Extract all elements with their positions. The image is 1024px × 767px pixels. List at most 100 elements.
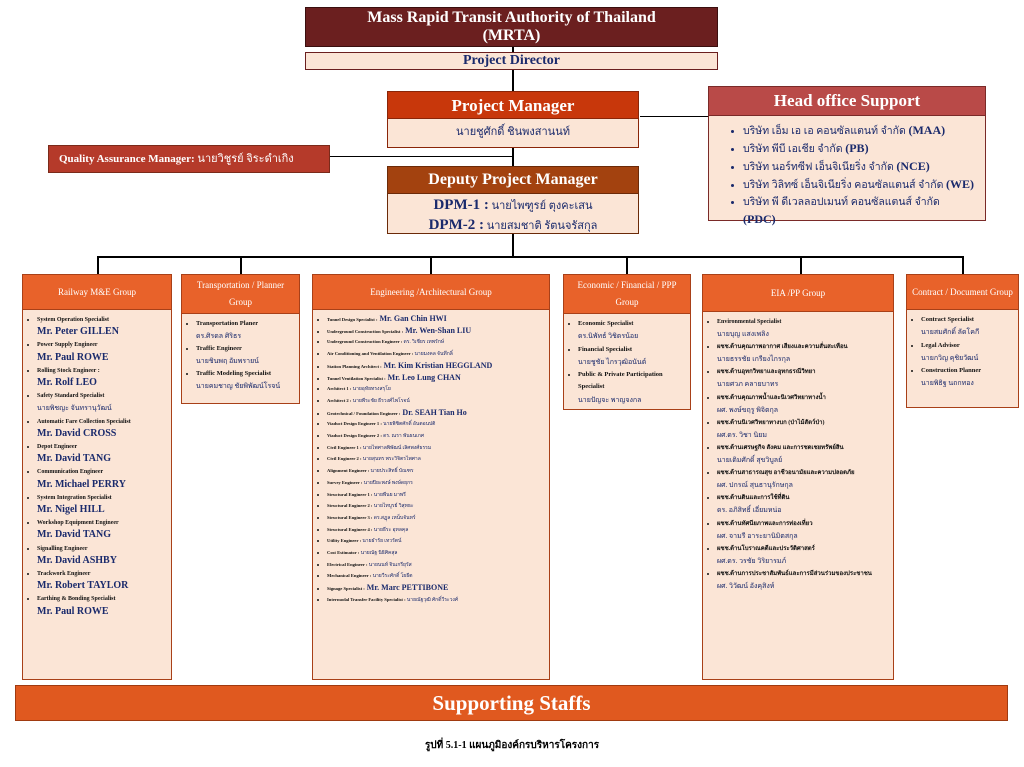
engineering-group-item: Structural Engineer 3 : ดร.สฏุล เหน็บจัน… <box>327 513 545 525</box>
person-name: ดร. ณรา พันธนเกศ <box>381 434 425 440</box>
person-name: นายเติมศักดิ์ สุขวิบูลย์ <box>717 456 783 465</box>
person-name: นายศวภ คลายบาทร <box>717 380 779 389</box>
head-office-item-name: บริษัท วิลิทซ์ เอ็นจิเนียริ่ง คอนซัลแตนส… <box>743 180 947 191</box>
project-manager-title: Project Manager <box>387 91 639 119</box>
engineering-group-item: Underground Construction Engineer : ดร. … <box>327 337 545 349</box>
role-label: Workshop Equipment Engineer <box>37 520 119 527</box>
role-label: Earthing & Bonding Specialist <box>37 596 116 603</box>
role-label: Depot Engineer <box>37 444 78 451</box>
contract-group-item: Construction Planner นายพิธิฐ นถกทอง <box>921 365 1014 390</box>
engineering-group-item: Mechanical Engineer : นายวีระศักดิ์ โยธี… <box>327 571 545 583</box>
person-name: Mr. Peter GILLEN <box>37 326 119 338</box>
contract-group-title: Contract / Document Group <box>906 274 1019 310</box>
role-label: Intermodal Transfer Facility Specialist … <box>327 596 406 602</box>
person-name: Mr. Rolf LEO <box>37 377 97 389</box>
person-name: ดร. วิเชียร เทพรักษ์ <box>402 340 445 346</box>
engineering-group-item: Viaduct Design Engineer 1 : นายพิชิตศักด… <box>327 419 545 431</box>
figure-caption: รูปที่ 5.1-1 แผนภูมิองค์กรบริหารโครงการ <box>424 740 600 751</box>
engineering-group-item: Station Planning Architect : Mr. Kim Kri… <box>327 361 545 373</box>
person-name: นายธีระ อุทลคุล <box>372 527 409 533</box>
role-label: ผชช.ด้านอุทกวิทยาและอุทกธรณีวิทยา <box>717 369 816 376</box>
role-label: Traffic Modeling Specialist <box>196 370 271 377</box>
person-name: นายปัญจะ พาญจงกล <box>578 395 642 404</box>
role-label: ผชช.ด้านสาธารณสุข อาชีวอนามัยและความปลอด… <box>717 470 855 477</box>
dpm1-name: นายไพฑูรย์ ตุงคะเสน <box>491 200 593 212</box>
engineering-group-item: Survey Engineer : นายปิยะพงษ์ พงษ์ดยุกร <box>327 478 545 490</box>
engineering-group-item: Cost Estimator : นายณัฐ นิธิศิคสุล <box>327 548 545 560</box>
engineering-group-item: Alignment Engineer : นายประสิทธิ์ บัณฑร <box>327 466 545 478</box>
role-label: Geotechnical / Foundation Engineer : <box>327 410 401 416</box>
engineering-group-title: Engineering /Architectural Group <box>312 274 550 310</box>
head-office-support-list: บริษัท เอ็ม เอ เอ คอนซัลแตนท์ จำกัด (MAA… <box>708 116 986 226</box>
person-name: นายสมศักดิ์ ลัดโคกี <box>921 328 980 337</box>
eia-group-item: ผชช.ด้านสาธารณสุข อาชีวอนามัยและความปลอด… <box>717 467 889 491</box>
qa-label: Quality Assurance Manager: <box>59 153 195 165</box>
role-label: Mechanical Engineer : <box>327 573 372 579</box>
eia-group-item: ผชช.ด้านดินและการใช้ที่ดินดร. อภิสิทธิ์ … <box>717 492 889 516</box>
person-name: Mr. David ASHBY <box>37 554 117 566</box>
eia-group-item: ผชช.ด้านคุณภาพน้ำและนิเวศวิทยาทางน้ำผศ. … <box>717 392 889 416</box>
organization-title: Mass Rapid Transit Authority of Thailand… <box>305 7 718 47</box>
person-name: ดร. อภิสิทธิ์ เอี่ยมหน่อ <box>717 506 782 515</box>
engineering-group-item: Civil Engineer 1 : นายไพศาลพิพัฒน์ เลิศพ… <box>327 443 545 455</box>
role-label: System Operation Specialist <box>37 317 109 323</box>
head-office-item-name: บริษัท เอ็ม เอ เอ คอนซัลแตนท์ จำกัด <box>743 126 909 137</box>
person-name: ผศ. พงษ์ขฤรู พิจิตกุล <box>717 405 779 414</box>
person-name: Mr. Paul ROWE <box>37 351 109 363</box>
person-name: นายพิธิฐ นถกทอง <box>921 379 974 388</box>
role-label: Survey Engineer : <box>327 479 363 485</box>
project-director-box: Project Director <box>305 52 718 70</box>
person-name: Mr. Gan Chin HWI <box>377 314 447 323</box>
person-name: นายวีระศักดิ์ โยธีต <box>371 574 413 580</box>
supporting-staffs-bar: Supporting Staffs <box>15 685 1008 721</box>
project-manager-name: นายชูศักดิ์ ชินพงสานนท์ <box>387 119 639 148</box>
role-label: Structural Engineer 4 : <box>327 526 373 532</box>
eia-group-item: ผชช.ด้านเศรษฐกิจ สังคม และการชดเชยทรัพย์… <box>717 442 889 466</box>
role-label: ผชช.ด้านดินและการใช้ที่ดิน <box>717 495 790 502</box>
economic-group-title: Economic / Financial / PPP Group <box>563 274 691 314</box>
organization-title-line2: (MRTA) <box>482 27 541 44</box>
engineering-group-item: Utility Engineer : นายธำรัย เทวรัตน์ <box>327 536 545 548</box>
head-office-item-abbr: (PB) <box>845 141 869 155</box>
role-label: Utility Engineer : <box>327 538 362 544</box>
role-label: Public & Private Participation Specialis… <box>578 371 663 391</box>
role-label: ผชช.ด้านคุณภาพอากาศ เสียงและความสั่นสะเท… <box>717 344 848 351</box>
railway-group-title: Railway M&E Group <box>22 274 172 310</box>
person-name: Mr. Nigel HILL <box>37 504 105 516</box>
role-label: Viaduct Design Engineer 1 : <box>327 421 382 427</box>
person-name: ผศ. วิวัฒน์ อังคุสิงห์ <box>717 581 775 590</box>
eia-group-title: EIA /PP Group <box>702 274 894 312</box>
person-name: นายพิชิตศักดิ์ อันตอนปติ <box>381 422 436 428</box>
engineering-group-item: Architect 2 : นายพีระชัย ธีรวงศ์ไพโรจน์ <box>327 396 545 408</box>
person-name: นายชินพฤ อัมพรายน์ <box>196 357 259 365</box>
engineering-group-item: Intermodal Transfer Facility Specialist … <box>327 595 545 607</box>
transport-group-title: Transportation / Planner Group <box>181 274 300 314</box>
role-label: Construction Planner <box>921 367 982 375</box>
role-label: Underground Construction Specialist : <box>327 328 404 334</box>
qa-name: นายวิชูรย์ จิระดำเกิง <box>197 153 294 165</box>
head-office-item: บริษัท พีบี เอเชีย จำกัด (PB) <box>743 140 975 158</box>
head-office-item: บริษัท พี ดีเวลลอปเมนท์ คอนซัลแตนส์ จำกั… <box>743 194 975 229</box>
engineering-group-item: Structural Engineer 4 : นายธีระ อุทลคุล <box>327 525 545 537</box>
role-label: ผชช.ด้านการประชาสัมพันธ์และการมีส่วนร่วม… <box>717 570 872 577</box>
engineering-group-item: Structural Engineer 1 : นายพีนย มาพรี <box>327 490 545 502</box>
eia-group-item: ผชช.ด้านนิเวศวิทยาทางบก (ป่าไม้สัตว์ป่า)… <box>717 417 889 441</box>
eia-group-item: ผชช.ด้านการประชาสัมพันธ์และการมีส่วนร่วม… <box>717 568 889 592</box>
head-office-item-name: บริษัท พี ดีเวลลอปเมนท์ คอนซัลแตนส์ จำกั… <box>743 197 940 208</box>
head-office-item-name: บริษัท นอร์ทซีฟ เอ็นจิเนียริ่ง จำกัด <box>743 162 897 173</box>
role-label: Legal Advisor <box>921 341 960 349</box>
